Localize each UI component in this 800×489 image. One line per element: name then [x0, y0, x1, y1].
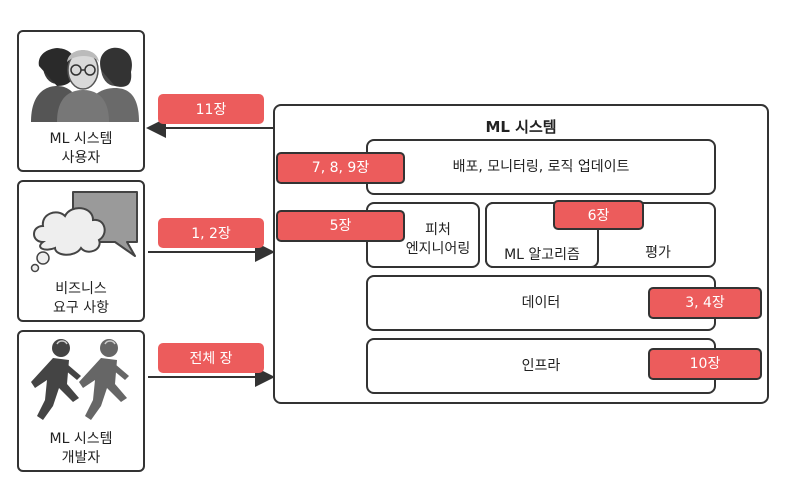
deploy-badge: 7, 8, 9장 — [276, 152, 405, 184]
feature-badge: 5장 — [276, 210, 405, 242]
data-label: 데이터 — [521, 295, 561, 311]
flow-badge-from-developers: 전체 장 — [158, 343, 264, 373]
ml-algorithm-label: ML 알고리즘 — [504, 247, 580, 263]
flow-badge-to-users: 11장 — [158, 94, 264, 124]
infra-label: 인프라 — [521, 358, 561, 374]
data-badge: 3, 4장 — [648, 287, 762, 319]
actor-developers: ML 시스템 개발자 — [17, 330, 145, 472]
flow-badge-from-business: 1, 2장 — [158, 218, 264, 248]
deploy-monitor-update-label: 배포, 모니터링, 로직 업데이트 — [452, 159, 630, 175]
algo-badge: 6장 — [553, 200, 644, 230]
speech-clouds-icon — [30, 191, 138, 273]
infra-badge: 10장 — [648, 348, 762, 380]
actor-business-label: 비즈니스 요구 사항 — [53, 281, 109, 316]
deploy-monitor-update-box: 배포, 모니터링, 로직 업데이트 — [366, 139, 716, 195]
evaluation-label: 평가 — [645, 245, 671, 261]
actor-users: ML 시스템 사용자 — [17, 30, 145, 172]
runners-icon — [31, 339, 129, 420]
people-icon — [31, 47, 139, 122]
actor-users-label: ML 시스템 사용자 — [49, 131, 113, 166]
feature-engineering-label: 피처 엔지니어링 — [405, 222, 471, 257]
actor-business: 비즈니스 요구 사항 — [17, 180, 145, 322]
ml-system-title: ML 시스템 — [485, 118, 557, 136]
actor-developers-label: ML 시스템 개발자 — [49, 431, 113, 466]
